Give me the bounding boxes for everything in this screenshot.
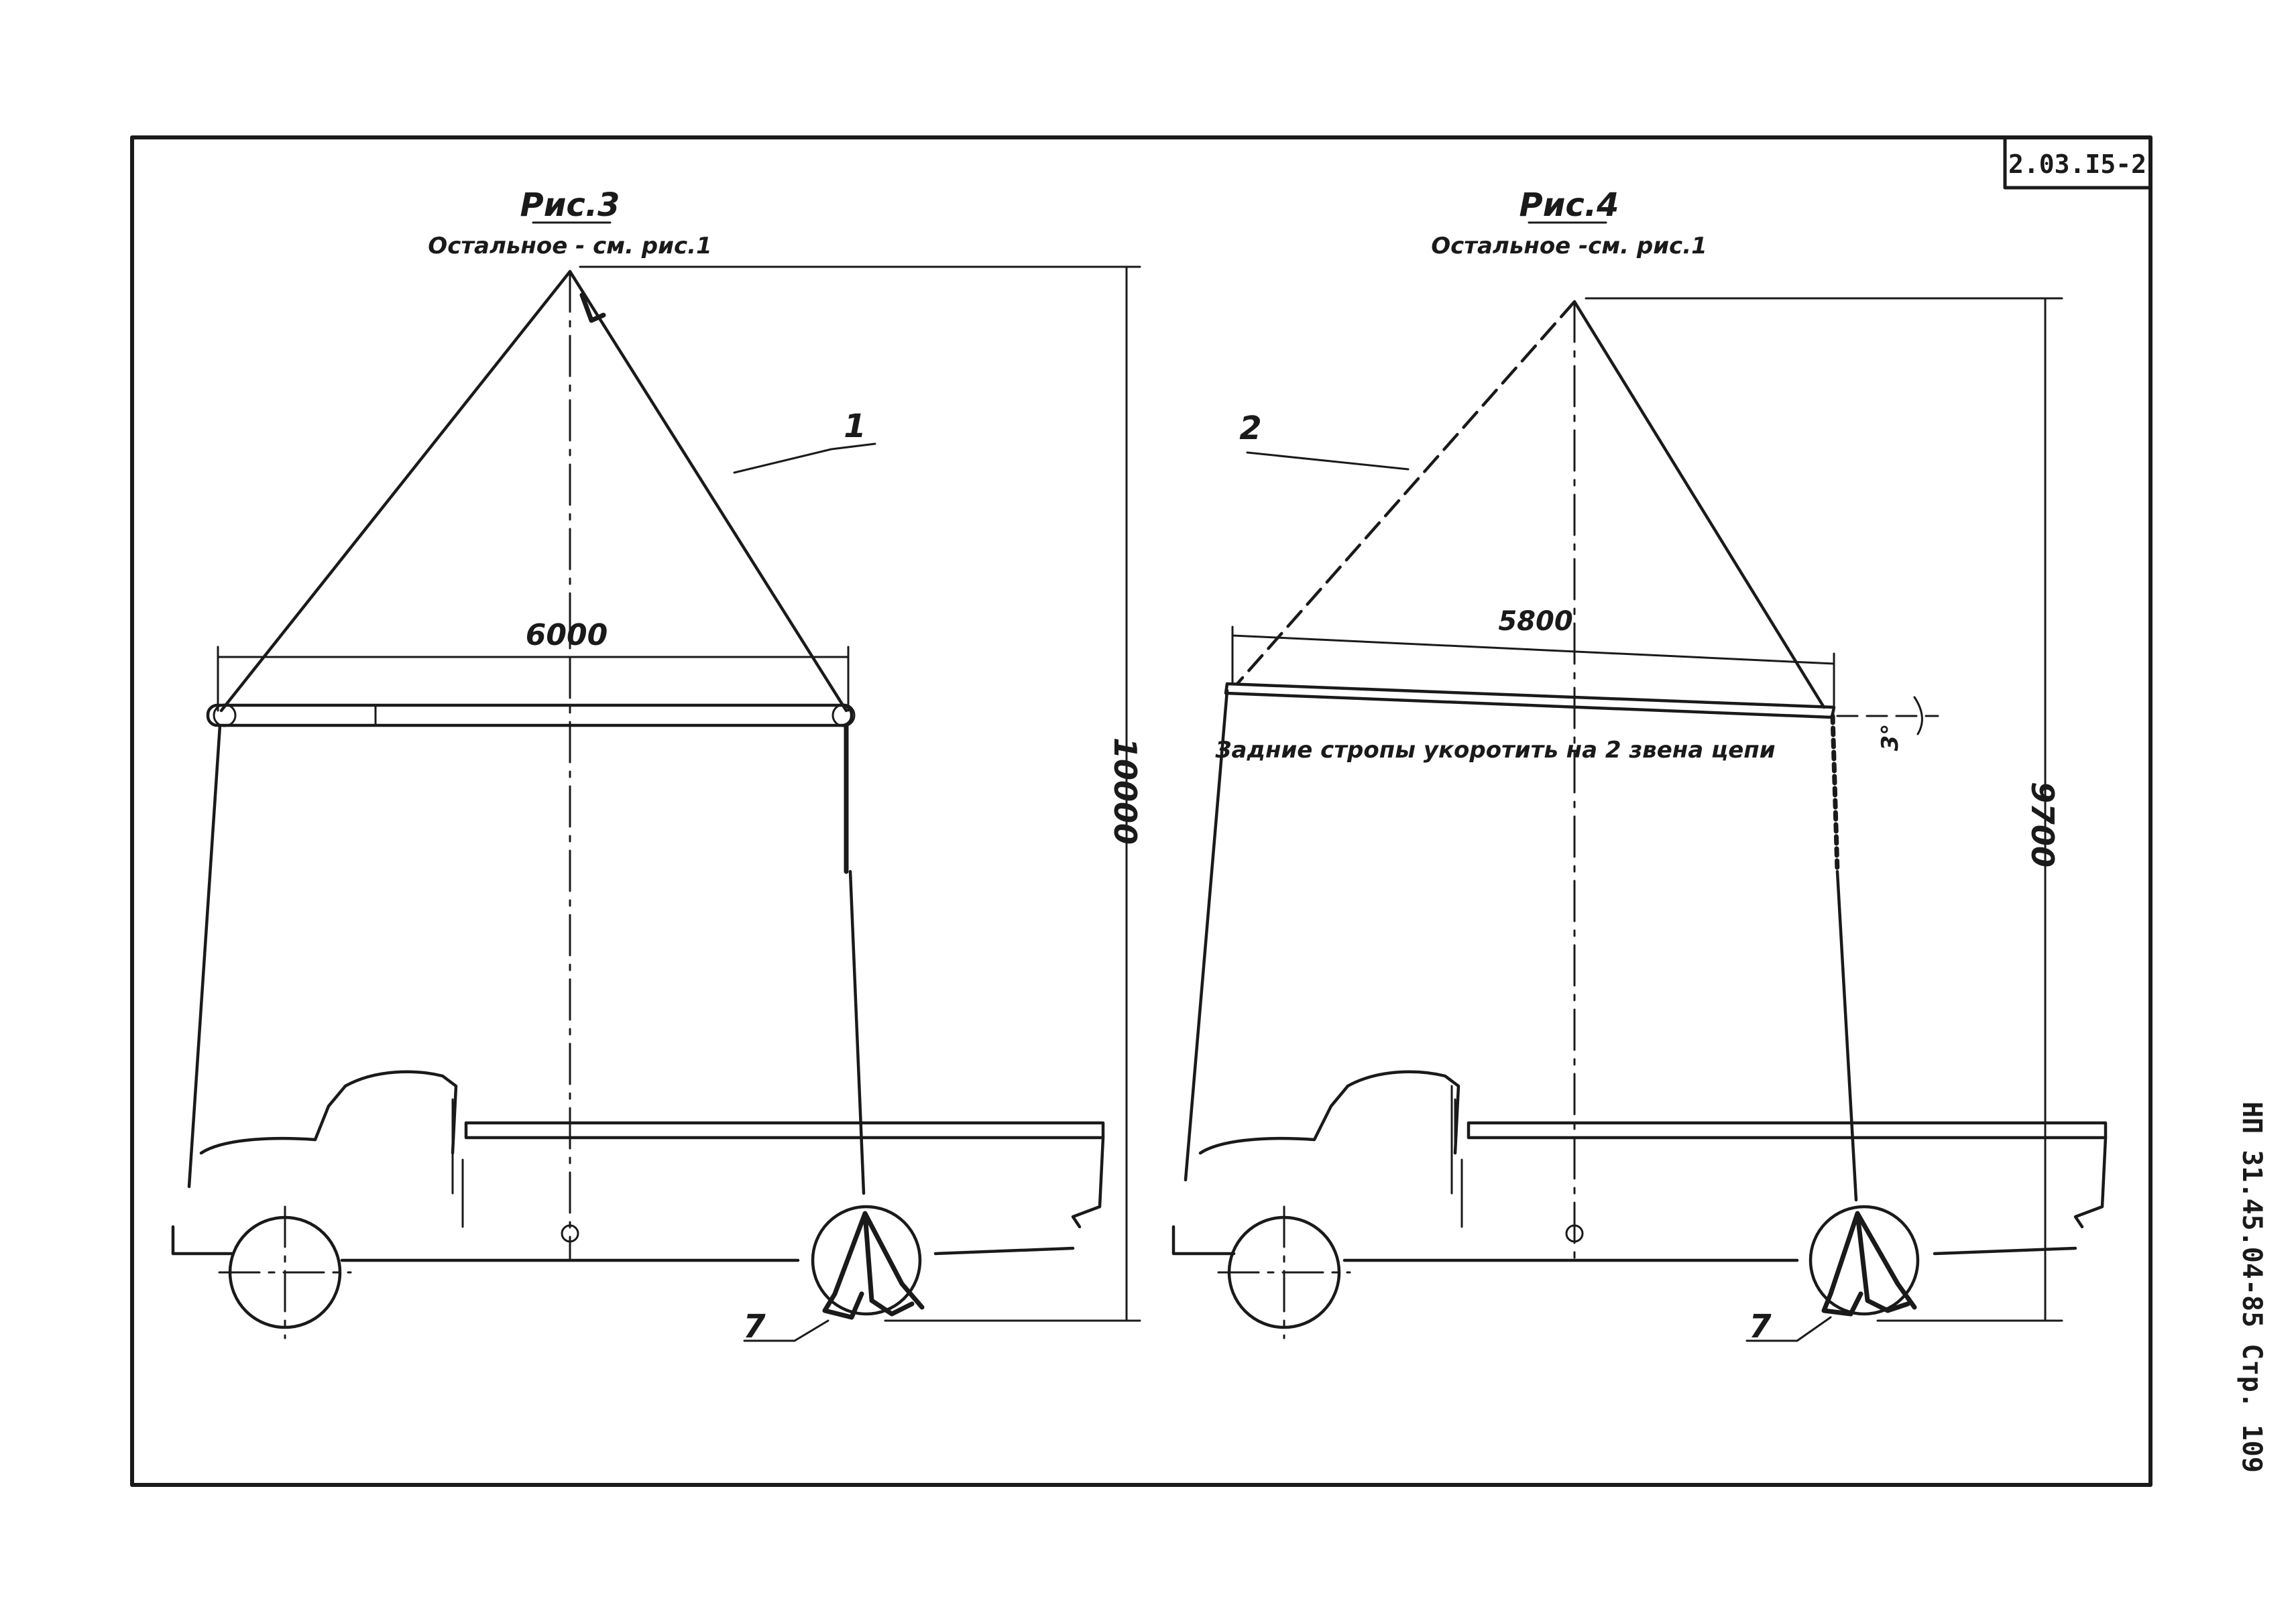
figure-3: Рис.3 Остальное - см. рис.1 1 6000 [171,186,1143,1345]
fig3-sling-left [219,269,572,713]
fig4-title: Рис.4 [1519,186,1619,224]
fig4-height-value: 9700 [2024,782,2061,867]
page-side-code: НП 31.45.04-85 Стр. 109 [2236,1101,2267,1473]
fig3-truck-cab-rear [451,1138,464,1228]
fig4-hanger-left [1184,688,1229,1182]
fig3-truck-chassis [171,1225,1075,1262]
fig4-subtitle: Остальное -см. рис.1 [1431,233,1707,259]
fig4-truck-deck [1467,1121,2108,1140]
fig4-hanger-right [1835,869,1858,1202]
stamp-code: 2.03.I5-2 [2008,149,2146,179]
fig3-hook [579,292,606,323]
fig3-truck-deck [464,1121,1105,1140]
fig4-callout-7-leader [1796,1316,1832,1342]
fig3-spreader-beam [206,703,854,727]
fig3-beam-eye-left [213,703,237,727]
fig4-callout-7: 7 [1749,1308,1772,1345]
fig4-callout-2: 2 [1239,410,1261,447]
fig4-truck-cab [1198,1070,1460,1155]
fig3-subtitle: Остальное - см. рис.1 [428,233,711,259]
fig3-callout-1-leader [733,448,833,474]
fig4-callout-2-leader [1246,451,1410,471]
fig3-callout-1: 1 [844,408,866,445]
fig4-sling-left [1235,300,1576,686]
fig4-center-marker [1565,1224,1584,1243]
fig3-callout-7-leader [793,1319,829,1342]
fig4-hanger-right-chain [1830,713,1840,874]
fig4-truck-tail [2073,1136,2108,1229]
fig4-angle-arc [1913,696,1923,735]
fig4-rear-wheel [1809,1205,1920,1316]
fig3-center-marker [561,1224,579,1243]
fig3-height-value: 10000 [1107,737,1143,845]
sheet-border [130,135,2152,1487]
stamp-box: 2.03.I5-2 [2003,135,2152,190]
fig4-sling-right [1572,300,1826,709]
fig3-beam-eye-right [831,703,856,727]
fig4-span-value: 5800 [1498,606,1572,637]
fig3-hanger-right [848,869,866,1195]
fig3-truck-cab [199,1070,458,1155]
figure-4: Рис.4 Остальное -см. рис.1 2 5800 3° Зад… [1171,186,2108,1345]
fig3-hanger-left [187,723,222,1189]
fig3-sling-right [568,269,848,713]
fig3-callout-7: 7 [743,1308,766,1345]
fig4-spreader-beam [1224,682,1836,719]
fig4-truck-chassis [1171,1225,2077,1262]
fig3-grab [822,1211,925,1320]
fig3-rear-wheel [811,1205,922,1316]
fig4-span-dim [1231,634,1835,665]
fig3-title: Рис.3 [520,186,620,224]
fig4-note: Задние стропы укоротить на 2 звена цепи [1214,737,1775,764]
fig3-span-value: 6000 [526,618,608,652]
fig3-truck-tail [1071,1136,1105,1229]
fig4-angle: 3° [1877,724,1904,752]
fig4-grab [1821,1211,1917,1317]
fig4-truck-cab-rear [1450,1085,1463,1228]
